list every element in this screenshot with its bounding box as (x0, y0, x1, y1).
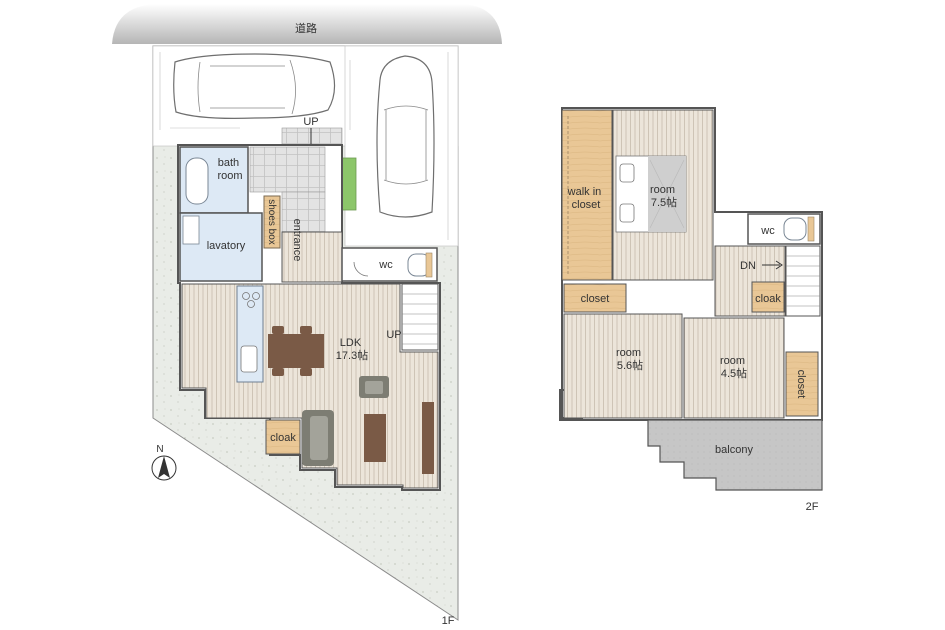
entrance-tile-lower (281, 191, 326, 233)
bath-line-2: room (217, 170, 242, 182)
floor1-label: 1F (442, 615, 455, 627)
lavatory-label: lavatory (207, 240, 246, 252)
toilet-icon (783, 217, 807, 241)
tv-board (422, 402, 434, 474)
chair-icon (272, 368, 284, 376)
entrance-tile (249, 146, 326, 193)
room-1-label: room 7.5帖 (650, 184, 678, 209)
chair-icon (300, 368, 312, 376)
cloak-1f (265, 419, 301, 455)
floor1: UP bath room shoes box lavatory entrance… (151, 45, 459, 627)
entrance-hall (281, 231, 343, 283)
room-3-line-2: 4.5帖 (721, 367, 747, 380)
washbasin-icon (182, 215, 200, 245)
balcony-label: balcony (715, 444, 753, 456)
ldk-line-2: 17.3帖 (336, 349, 368, 362)
compass: N (151, 444, 177, 481)
lavatory (179, 212, 263, 282)
room-3-label: room 4.5帖 (720, 355, 748, 380)
stair-up-entrance: UP (303, 116, 318, 128)
walkin-label: walk in closet (567, 186, 605, 211)
cloak-2f-label: cloak (755, 293, 781, 305)
staircase-1f (401, 283, 439, 351)
cloak-2f (751, 281, 785, 313)
room-2-line-1: room (616, 347, 641, 359)
bath-room-label: bath room (217, 157, 242, 182)
car-icon (376, 55, 435, 218)
walkin-line-1: walk in (567, 186, 602, 198)
wc-1f-label: wc (378, 259, 393, 271)
staircase-2f (785, 245, 821, 317)
closet-2 (785, 351, 819, 417)
ldk-label: LDK 17.3帖 (336, 337, 368, 362)
closet-2-label: closet (795, 370, 807, 399)
room-1-line-2: 7.5帖 (651, 196, 677, 209)
closet-1-label: closet (581, 293, 610, 305)
road-label: 道路 (295, 21, 317, 35)
room-3 (683, 317, 785, 419)
entrance-label: entrance (291, 219, 303, 262)
walkin-closet (561, 109, 613, 281)
cloak-1f-label: cloak (270, 432, 296, 444)
floor2: walk in closet room 7.5帖 wc DN cloak (559, 107, 823, 513)
closet-1 (563, 283, 627, 313)
dining-table (268, 334, 324, 368)
chair-icon (300, 326, 312, 334)
room-2-label: room 5.6帖 (616, 347, 644, 372)
room-3-line-1: room (720, 355, 745, 367)
compass-label: N (156, 444, 163, 455)
floor2-label: 2F (806, 501, 819, 513)
coffee-table (364, 414, 386, 462)
bath-line-1: bath (218, 157, 239, 169)
room-1-line-1: room (650, 184, 675, 196)
chair-icon (272, 326, 284, 334)
stair-down: DN (740, 260, 756, 272)
bathtub-icon (185, 157, 209, 205)
room-2 (563, 313, 683, 419)
shoes-box-label: shoes box (266, 199, 277, 245)
balcony (647, 419, 823, 491)
shoes-box (263, 195, 281, 249)
stove-icon (242, 292, 250, 300)
road (112, 4, 502, 44)
ldk-line-1: LDK (340, 337, 362, 349)
walkin-line-2: closet (572, 199, 601, 211)
car-icon (173, 53, 336, 119)
room-2-line-2: 5.6帖 (617, 359, 643, 372)
sink-icon (240, 345, 258, 373)
wc-2f-label: wc (760, 225, 775, 237)
stair-up-ldk: UP (386, 329, 401, 341)
